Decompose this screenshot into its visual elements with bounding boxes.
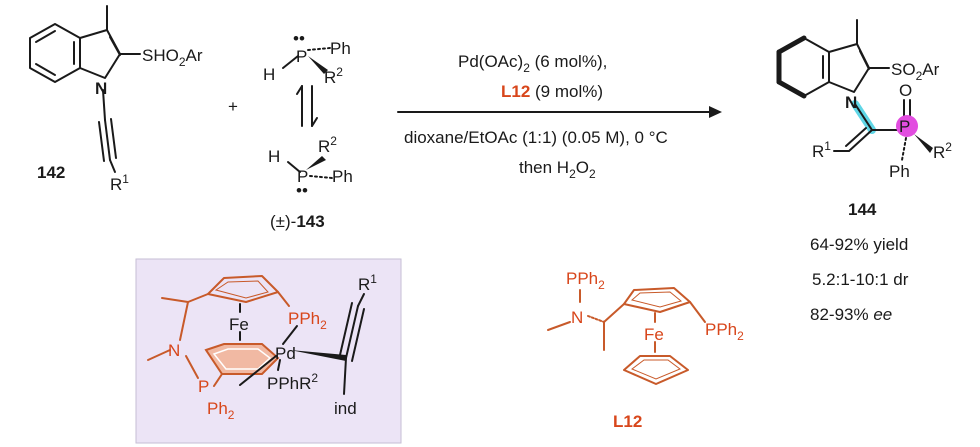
condition-catalyst: Pd(OAc)2 (6 mol%), [458,52,607,75]
nitrogen-ts: N [168,341,180,360]
palladium-ts: Pd [275,344,296,363]
lone-pair-bottom: •• [296,181,308,200]
r2-bottom: R2 [318,134,337,156]
product-ee: 82-93% ee [810,305,892,324]
transition-state-model [147,275,365,395]
compound-label-143: (±)-143 [270,212,325,231]
r2-top: R2 [324,65,343,87]
product-yield: 64-92% yield [810,235,908,254]
phenyl-bottom: Ph [332,167,353,186]
sulfonyl-group-142: SHO2Ar [142,46,203,69]
pph2-ts: PPh2 [288,309,327,332]
phosphorus-ts: P [198,377,209,396]
condition-ligand: L12 (9 mol%) [501,82,603,101]
phenyl-top: Ph [330,39,351,58]
product-144 [776,19,933,161]
reaction-arrow [397,106,722,118]
phosphorus-bottom: P [297,167,308,186]
ligand-l12 [547,287,706,385]
compound-label-144: 144 [848,200,877,219]
indole-ts: ind [334,399,357,418]
indole-nitrogen-144: N [845,93,857,112]
indole-nitrogen-142: N [95,79,107,98]
plus-sign: + [228,97,238,116]
hydrogen-top: H [263,65,275,84]
phosphorus-144: P [899,117,910,136]
r2-144: R2 [933,140,952,162]
lone-pair-top: •• [293,29,305,48]
condition-workup: then H2O2 [519,158,596,181]
product-dr: 5.2:1-10:1 dr [812,270,909,289]
hydrogen-bottom: H [268,147,280,166]
iron-ts: Fe [229,315,249,334]
pph2-top-l12: PPh2 [566,269,605,292]
reactant-142 [29,5,141,173]
iron-l12: Fe [644,325,664,344]
r1-ts: R1 [358,272,377,294]
sulfonyl-group-144: SO2Ar [891,60,940,83]
nitrogen-l12: N [571,308,583,327]
pph2-right-l12: PPh2 [705,320,744,343]
alkyne-r1-142: R1 [110,172,129,194]
compound-label-142: 142 [37,163,65,182]
phenyl-144: Ph [889,162,910,181]
r1-144: R1 [812,139,831,161]
ph2-ts: Ph2 [207,399,235,422]
oxygen-144: O [899,81,912,100]
reactant-143 [282,47,333,179]
pphr2-ts: PPhR2 [267,371,318,393]
phosphorus-top: P [296,47,307,66]
phosphorus-stereocenter-highlight [896,115,918,137]
ligand-label-l12: L12 [613,412,642,431]
condition-solvent: dioxane/EtOAc (1:1) (0.05 M), 0 °C [404,128,668,147]
